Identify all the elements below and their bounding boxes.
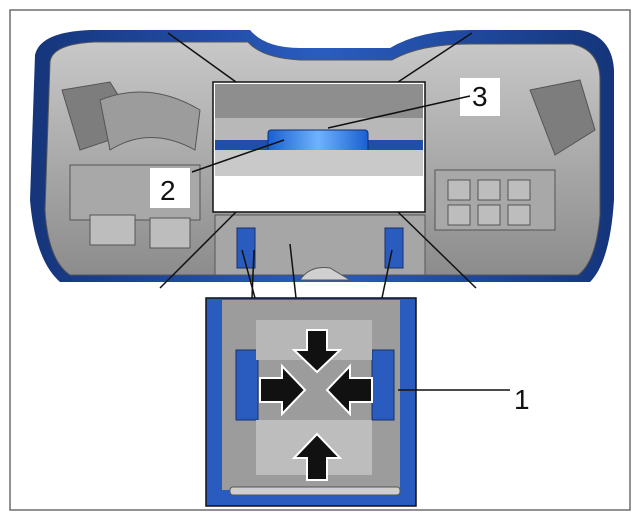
- top-inset-zoom-lines: [159, 32, 477, 289]
- arrow-up-icon: [291, 432, 343, 481]
- callout-1: 1: [398, 384, 530, 415]
- callout-3: 3: [327, 78, 500, 129]
- callout-2-label: 2: [160, 175, 176, 206]
- arrow-left-icon: [325, 363, 373, 417]
- top-inset: [212, 81, 426, 213]
- right-details: [434, 79, 596, 231]
- arrow-right-icon: [259, 363, 307, 417]
- arrow-down-icon: [291, 329, 343, 374]
- callout-3-label: 3: [472, 81, 488, 112]
- bottom-inset-zoom-lines: [241, 243, 393, 299]
- callout-2: 2: [150, 139, 285, 208]
- lower-center: [214, 214, 426, 281]
- callout-1-label: 1: [514, 384, 530, 415]
